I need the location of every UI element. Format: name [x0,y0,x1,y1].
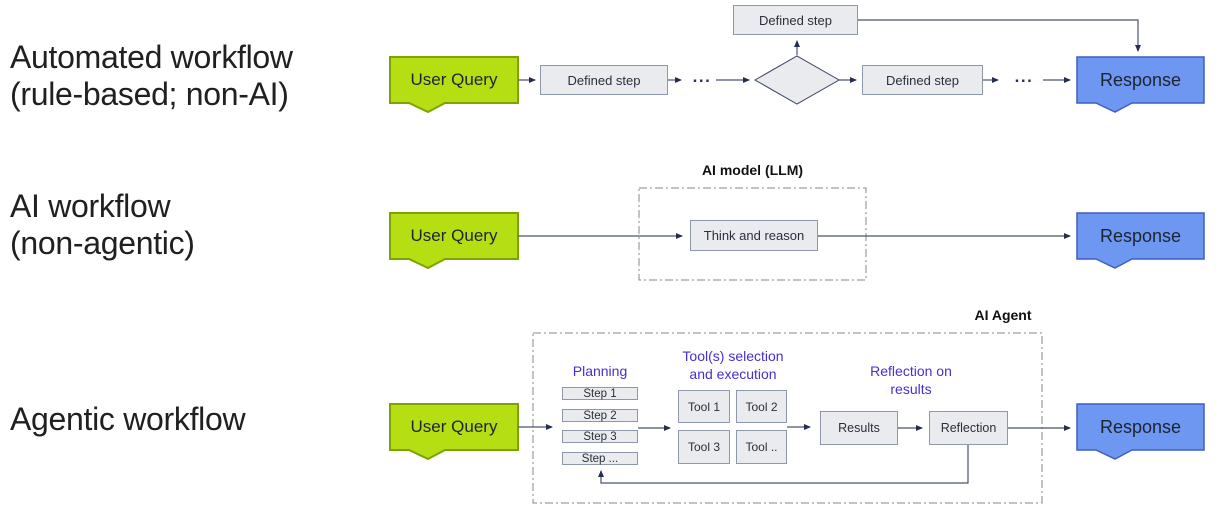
row2-label-line1: AI workflow [10,188,171,224]
user-query-node-row1: User Query [410,70,498,89]
response-shape-row3 [1076,403,1205,460]
response-node-row3: Response [1099,416,1182,437]
tools-heading: Tool(s) selection and execution [653,347,813,383]
ellipsis-2: ... [1014,67,1034,86]
tool-4-node: Tool .. [736,430,787,464]
ellipsis-1: ... [692,67,712,86]
step-3-node: Step 3 [562,430,638,443]
reflection-heading-line1: Reflection on [870,363,952,379]
response-shape-row2 [1076,212,1205,269]
tool-1-node: Tool 1 [678,390,730,423]
user-query-shape-row3 [389,403,519,461]
row3-label-line1: Agentic workflow [10,401,246,437]
response-node-row2: Response [1099,225,1182,246]
ai-model-title: AI model (LLM) [701,162,804,178]
planning-heading: Planning [572,363,628,379]
step-1-node: Step 1 [562,387,638,400]
row3-label: Agentic workflow [10,401,246,438]
user-query-node-row2: User Query [410,226,498,245]
user-query-node-row3: User Query [410,417,498,436]
defined-step-top-node: Defined step [733,5,858,35]
ai-agent-title: AI Agent [974,307,1032,323]
defined-step-2-node: Defined step [862,65,983,95]
tools-heading-line2: and execution [689,366,777,382]
tool-3-node: Tool 3 [678,430,730,464]
defined-step-1-node: Defined step [540,65,668,95]
tool-2-node: Tool 2 [736,390,787,423]
reflection-heading: Reflection on results [831,362,991,398]
response-node-row1: Response [1099,69,1182,90]
tools-heading-line1: Tool(s) selection [682,348,784,364]
row1-connectors [518,19,1141,83]
think-and-reason-node: Think and reason [690,220,818,251]
decision-diamond [753,55,841,105]
step-2-node: Step 2 [562,409,638,422]
ai-agent-container-border [532,332,1043,504]
step-4-node: Step ... [562,452,638,465]
row2-label-line2: (non-agentic) [10,225,195,261]
user-query-shape-row1 [389,56,519,114]
connector-reflection-feedback [598,445,969,484]
row2-label: AI workflow (non-agentic) [10,188,195,262]
ai-model-container-border [638,187,867,281]
results-node: Results [820,411,898,445]
response-shape-row1 [1076,56,1205,113]
row1-label-line2: (rule-based; non-AI) [10,76,289,112]
reflection-heading-line2: results [890,381,932,397]
user-query-shape-row2 [389,212,519,270]
row1-label: Automated workflow (rule-based; non-AI) [10,39,293,113]
row1-label-line1: Automated workflow [10,39,293,75]
reflection-node: Reflection [929,411,1008,445]
row3-connectors [518,424,1071,484]
connector-topstep-response [858,19,1141,52]
